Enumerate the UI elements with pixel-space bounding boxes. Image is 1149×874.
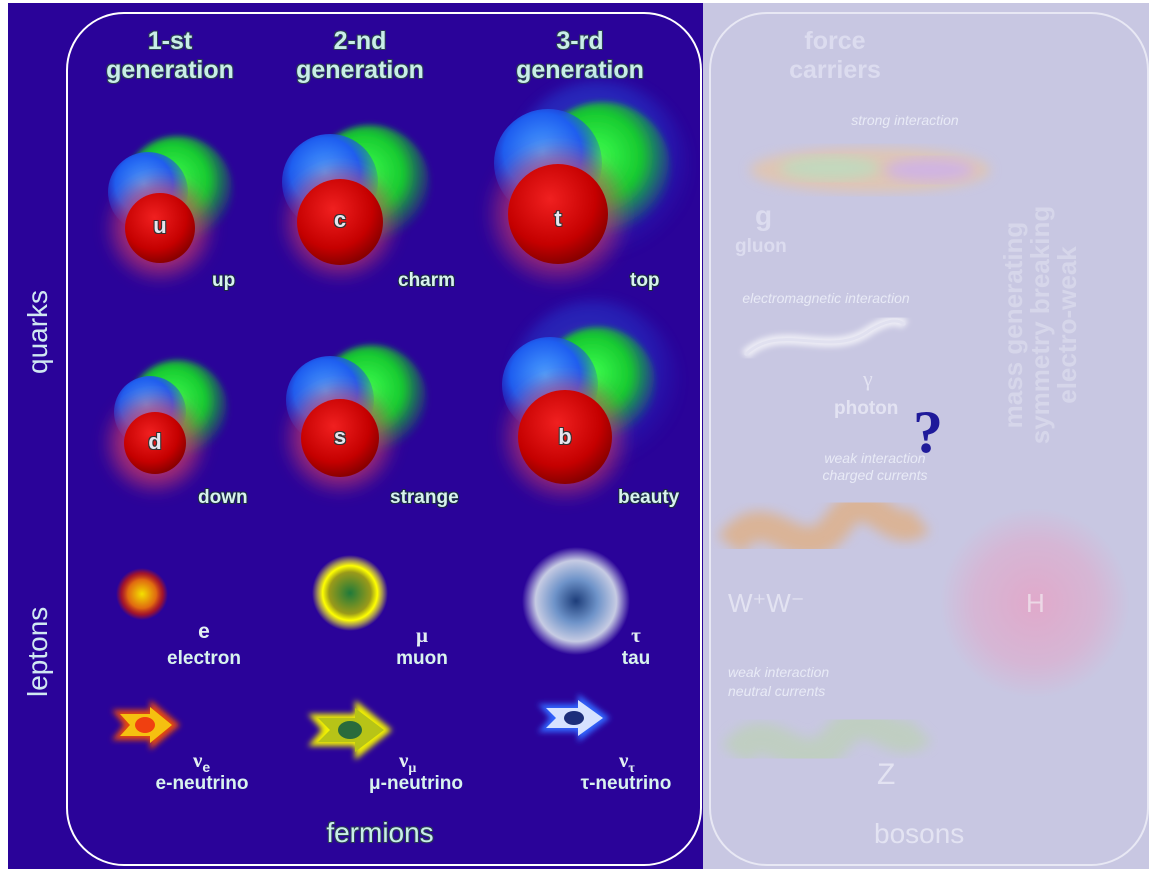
strong-interaction-label: strong interaction [851,112,959,128]
w-boson-graphic [717,491,930,557]
generation-1-header: 1-st generation [106,27,234,84]
quark-up-graphic [102,136,233,286]
quark-strange-graphic [280,345,427,498]
mu-neutrino-sub: μ [408,761,417,777]
fermions-outline [66,12,702,866]
gluon-name: gluon [735,236,787,257]
quark-up-symbol: u [153,213,167,238]
boson-background [703,3,1149,869]
quark-down-symbol: d [148,429,162,454]
tau-neutrino-name: τ-neutrino [580,773,672,794]
electron-name: electron [167,648,241,669]
quark-top-graphic [483,80,690,289]
higgs-symbol: H [1026,588,1045,618]
weak-neutral-label: weak interaction neutral currents [728,664,830,699]
bosons-label: bosons [874,818,965,849]
tau-graphic [522,547,630,655]
quark-down-graphic [100,360,228,498]
quark-strange-symbol: s [333,424,347,449]
tau-neutrino-symbol: ντ [619,748,635,777]
fermions-label: fermions [326,817,434,848]
tau-neutrino-nu: ν [619,748,629,772]
quark-beauty-symbol: b [558,424,572,449]
ew-line-3: mass generating [998,221,1028,429]
quark-top-name: top [630,270,660,291]
weak-charged-label: weak interaction charged currents [822,450,928,483]
ew-line-2: symmetry breaking [1025,205,1055,445]
quark-top-symbol: t [554,206,562,231]
tau-symbol: τ [631,623,641,647]
quark-up-name: up [212,270,236,291]
muon-symbol: μ [416,623,428,647]
tau-neutrino-graphic [538,694,610,742]
quark-charm-name: charm [398,270,456,291]
electron-graphic [116,568,168,620]
ew-text-block: mass generating symmetry breaking electr… [998,195,1082,455]
photon-symbol: γ [863,366,873,391]
z-boson-graphic [721,707,932,771]
photon-name: photon [834,398,899,419]
mu-neutrino-nu: ν [399,748,409,772]
generation-2-header: 2-nd generation [296,27,424,84]
gluon-symbol: g [755,200,773,231]
mu-neutrino-name: μ-neutrino [369,773,463,794]
question-mark: ? [913,399,943,465]
mu-neutrino-graphic [308,700,392,760]
quark-down-name: down [198,487,248,508]
z-boson-label: Z [877,758,896,791]
e-neutrino-symbol: νe [193,748,210,775]
generation-3-header: 3-rd generation [516,27,644,84]
quark-charm-symbol: c [333,207,347,232]
muon-graphic [312,555,388,631]
e-neutrino-graphic [112,700,180,750]
ew-line-1: electro-weak [1052,246,1082,404]
quark-beauty-name: beauty [618,487,680,508]
quark-strange-name: strange [390,487,459,508]
tau-name: tau [621,648,651,669]
e-neutrino-nu: ν [193,748,203,772]
mu-neutrino-symbol: νμ [399,748,416,777]
force-carriers-header: force carriers [789,27,881,84]
photon-graphic [741,316,909,359]
bosons-outline [709,12,1149,866]
quark-charm-graphic [278,125,430,284]
muon-name: muon [396,648,448,669]
tau-neutrino-sub: τ [628,761,635,777]
w-boson-label: W⁺W⁻ [728,588,805,618]
e-neutrino-sub: e [202,759,211,776]
em-interaction-label: electromagnetic interaction [742,290,910,306]
higgs-graphic [940,508,1130,698]
electron-symbol: e [198,620,210,643]
quark-beauty-graphic [497,300,680,505]
e-neutrino-name: e-neutrino [155,773,249,794]
gluon-graphic [750,148,990,192]
